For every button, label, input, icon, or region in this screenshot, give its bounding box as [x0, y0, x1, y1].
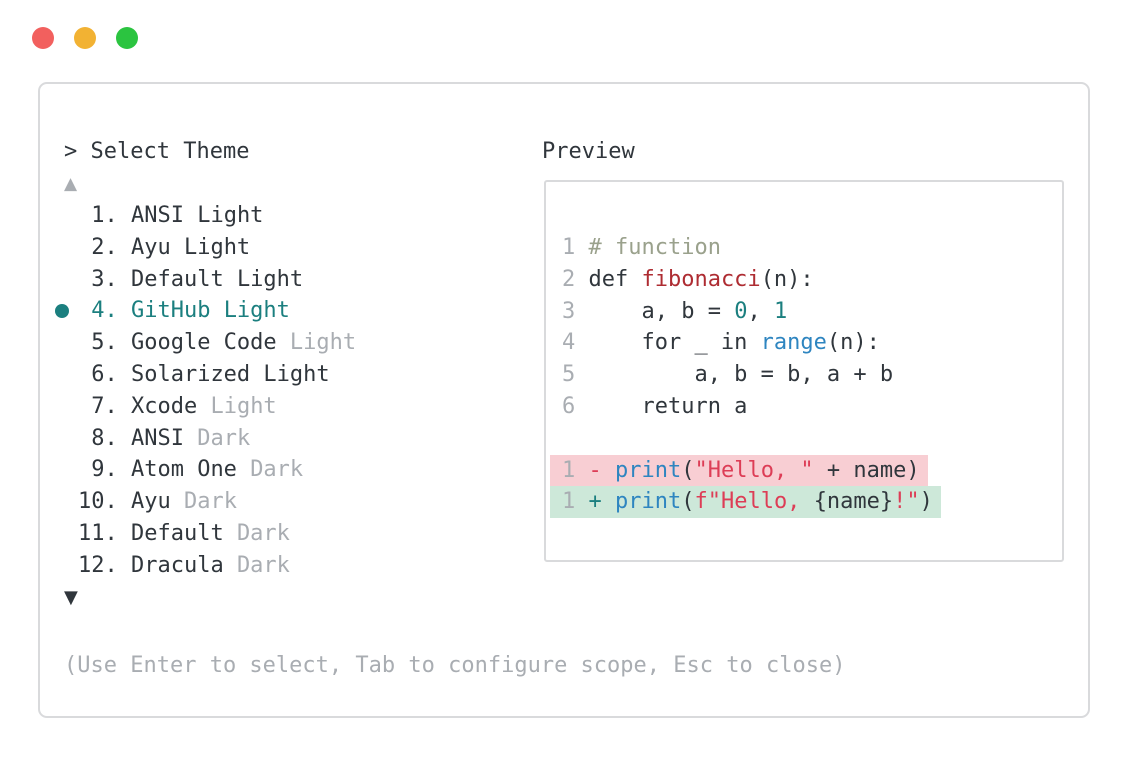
theme-item-2[interactable]: 2. Ayu Light	[64, 232, 250, 264]
theme-item-10[interactable]: 10. Ayu Dark	[64, 486, 237, 518]
theme-item-number: 8.	[91, 425, 118, 451]
line-number: 1	[562, 235, 576, 260]
theme-item-number: 9.	[91, 457, 118, 483]
theme-selector-panel: > Select Theme ▲ 1. ANSI Light 2. Ayu Light…	[38, 82, 1090, 718]
theme-item-number: 12.	[78, 552, 118, 578]
selected-bullet-icon	[55, 304, 69, 319]
theme-item-label: Dracula Dark	[130, 552, 290, 578]
diff-added-line: 1 + print(f"Hello, {name}!")	[550, 486, 1062, 519]
theme-item-4[interactable]: 4. GitHub Light	[55, 295, 290, 327]
prompt-caret: >	[64, 139, 78, 164]
line-number: 4	[562, 330, 576, 356]
code-line: 1 # function	[562, 232, 1062, 264]
line-number: 5	[562, 362, 576, 388]
close-button-icon[interactable]	[32, 27, 54, 49]
theme-item-5[interactable]: 5. Google Code Light	[64, 327, 356, 359]
theme-item-label: Default Dark	[130, 520, 290, 546]
scroll-down-icon[interactable]: ▼	[64, 586, 78, 608]
theme-item-number: 11.	[78, 520, 118, 546]
theme-item-8[interactable]: 8. ANSI Dark	[64, 423, 250, 455]
theme-item-suffix: Light	[223, 298, 290, 324]
theme-item-label: Default Light	[130, 266, 304, 292]
theme-item-label: ANSI Light	[130, 203, 264, 228]
theme-list: 1. ANSI Light 2. Ayu Light 3. Default Light 4.…	[55, 200, 1088, 582]
theme-item-number: 10.	[78, 489, 118, 515]
theme-item-suffix: Light	[197, 203, 264, 228]
theme-item-suffix: Light	[289, 330, 357, 356]
theme-item-11[interactable]: 11. Default Dark	[64, 518, 290, 550]
page-title: Select Theme	[90, 139, 250, 164]
line-number: 1	[562, 489, 576, 515]
theme-item-label: Atom One Dark	[130, 457, 304, 483]
theme-item-number: 3.	[91, 266, 118, 292]
theme-item-label: Ayu Light	[130, 234, 251, 260]
theme-item-number: 6.	[91, 361, 118, 387]
theme-item-suffix: Dark	[250, 457, 304, 483]
theme-item-suffix: Light	[236, 266, 304, 292]
theme-item-label: Solarized Light	[130, 361, 330, 387]
line-number: 1	[562, 457, 576, 483]
theme-item-suffix: Light	[183, 234, 251, 260]
code-line: 6 return a	[562, 391, 1062, 423]
line-number: 2	[562, 266, 576, 292]
theme-item-suffix: Dark	[197, 425, 251, 451]
code-line: 2 def fibonacci(n):	[562, 264, 1062, 296]
theme-item-label: Ayu Dark	[130, 489, 237, 515]
theme-item-suffix: Dark	[236, 552, 290, 578]
code-line: 4 for _ in range(n):	[562, 327, 1062, 359]
theme-item-label: GitHub Light	[130, 298, 290, 324]
theme-item-1[interactable]: 1. ANSI Light	[64, 200, 263, 232]
prompt-title: > Select Theme	[64, 136, 1088, 168]
theme-item-suffix: Light	[210, 393, 277, 419]
theme-item-number: 4.	[91, 298, 118, 324]
window-controls	[32, 27, 138, 49]
theme-item-3[interactable]: 3. Default Light	[64, 264, 303, 296]
theme-item-9[interactable]: 9. Atom One Dark	[64, 454, 303, 486]
line-number: 6	[562, 393, 576, 419]
theme-item-label: Google Code Light	[130, 330, 357, 356]
code-line: 3 a, b = 0, 1	[562, 296, 1062, 328]
theme-item-number: 2.	[91, 234, 118, 260]
theme-item-suffix: Light	[263, 361, 330, 387]
theme-item-number: 5.	[91, 330, 118, 356]
theme-item-label: ANSI Dark	[130, 425, 251, 451]
diff-removed-line: 1 - print("Hello, " + name)	[550, 454, 1062, 487]
theme-item-suffix: Dark	[236, 520, 290, 546]
theme-item-number: 7.	[91, 393, 118, 419]
theme-item-7[interactable]: 7. Xcode Light	[64, 391, 277, 423]
minimize-button-icon[interactable]	[74, 27, 96, 49]
theme-item-suffix: Dark	[183, 489, 237, 515]
code-line: 5 a, b = b, a + b	[562, 359, 1062, 391]
keyboard-hint: (Use Enter to select, Tab to configure s…	[64, 652, 846, 678]
line-number: 3	[562, 298, 576, 324]
scroll-up-icon[interactable]: ▲	[64, 174, 78, 194]
code-line	[562, 423, 1062, 455]
zoom-button-icon[interactable]	[116, 27, 138, 49]
theme-item-label: Xcode Light	[130, 393, 277, 419]
preview-label: Preview	[542, 139, 635, 164]
theme-item-12[interactable]: 12. Dracula Dark	[64, 550, 290, 582]
theme-item-6[interactable]: 6. Solarized Light	[64, 359, 330, 391]
theme-item-number: 1.	[91, 203, 118, 228]
